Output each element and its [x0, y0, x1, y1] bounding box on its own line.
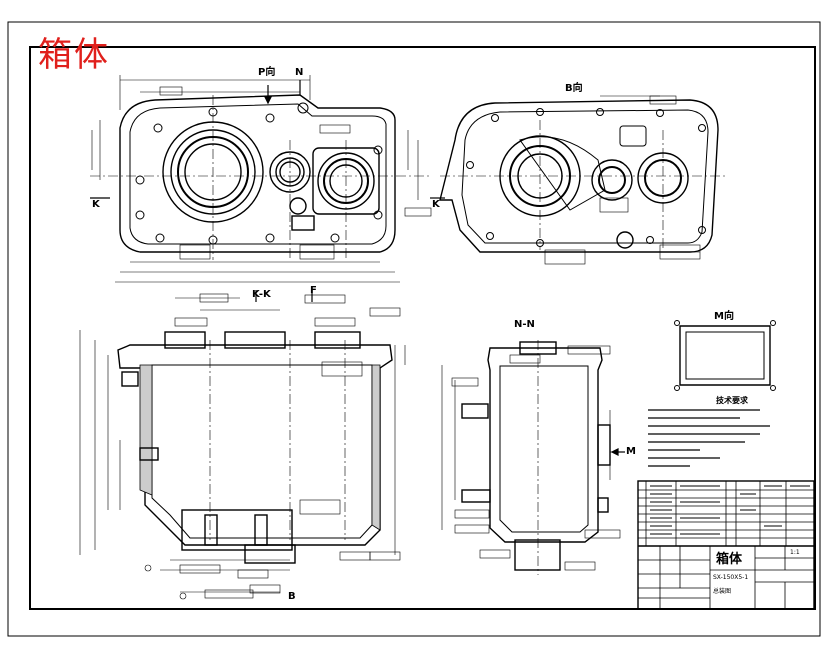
title-block-subtitle: 总装图	[713, 588, 732, 595]
nn-section-label: N-N	[514, 319, 535, 330]
technical-notes-lines	[648, 409, 770, 467]
section-mark-f: F	[310, 285, 317, 296]
title-block-scale: 1:1	[790, 549, 800, 556]
section-mark-b: B	[288, 591, 296, 602]
m-view-label: M向	[714, 311, 734, 322]
inner-frame	[29, 46, 816, 610]
b-view-dimensions	[440, 95, 725, 265]
kk-section-dimensions	[79, 293, 406, 600]
b-view-label: B向	[565, 83, 583, 94]
title-block-part-name: 箱体	[716, 552, 743, 567]
title-block-grid	[637, 480, 815, 610]
outer-border	[7, 21, 821, 637]
title-block-fill	[650, 485, 810, 535]
technical-notes-title: 技术要求	[716, 396, 748, 405]
drawing-title-stamp: 箱体	[38, 35, 110, 75]
title-block-drawing-no: SX-150X5-1	[713, 574, 749, 581]
p-view-dimensions	[90, 75, 432, 283]
m-view-drawing	[674, 320, 776, 391]
nn-section-drawing	[461, 341, 611, 571]
section-mark-k-left: K	[92, 199, 100, 210]
kk-section-label: K-K	[252, 289, 271, 300]
kk-section-drawing	[117, 331, 393, 564]
p-view-label: P向	[258, 67, 276, 78]
section-mark-m: M	[626, 446, 636, 457]
p-view-drawing	[119, 94, 396, 253]
nn-section-dimensions	[441, 340, 625, 575]
section-mark-k-right: K	[432, 199, 440, 210]
section-mark-n: N	[295, 67, 304, 78]
section-arrows	[90, 80, 625, 456]
